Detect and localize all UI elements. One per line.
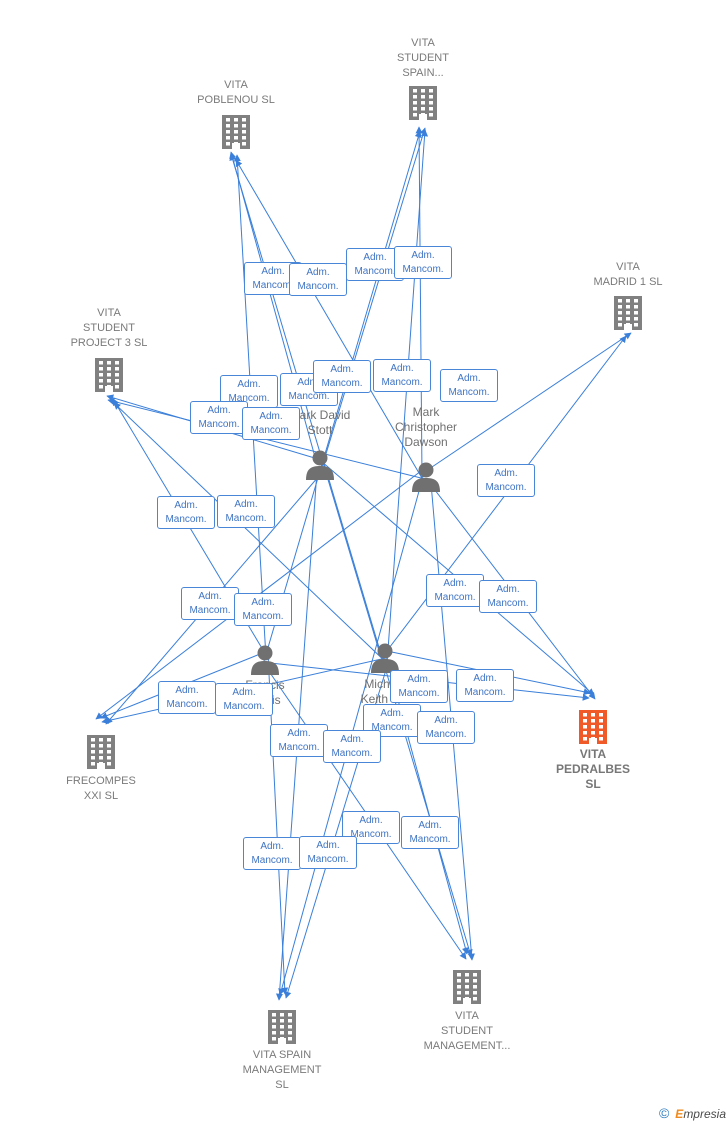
company-building-icon[interactable] [86, 735, 116, 774]
relation-tag[interactable]: Adm. Mancom. [390, 670, 448, 703]
company-label[interactable]: VITA MADRID 1 SL [593, 261, 663, 288]
relation-tag[interactable]: Adm. Mancom. [456, 669, 514, 702]
footer-brand: © Empresia [659, 1105, 726, 1121]
relation-tag[interactable]: Adm. Mancom. [477, 464, 535, 497]
copyright-icon: © [658, 1105, 670, 1121]
person-label[interactable]: Mark Christopher Dawson [394, 405, 458, 449]
person-icon[interactable] [412, 462, 440, 497]
relation-edge [235, 159, 427, 486]
company-building-icon[interactable] [408, 86, 438, 125]
relation-tag[interactable]: Adm. Mancom. [479, 580, 537, 613]
brand-name: mpresia [683, 1107, 726, 1121]
relation-tag[interactable]: Adm. Mancom. [394, 246, 452, 279]
relation-tag[interactable]: Adm. Mancom. [417, 711, 475, 744]
company-label[interactable]: VITA STUDENT MANAGEMENT... [423, 1010, 511, 1052]
relation-edge [113, 402, 391, 667]
brand-initial: E [675, 1107, 684, 1121]
company-building-icon[interactable] [613, 296, 643, 335]
company-building-icon[interactable] [221, 115, 251, 154]
relation-tag[interactable]: Adm. Mancom. [323, 730, 381, 763]
relation-tag[interactable]: Adm. Mancom. [157, 496, 215, 529]
relation-tag[interactable]: Adm. Mancom. [401, 816, 459, 849]
relation-tag[interactable]: Adm. Mancom. [313, 360, 371, 393]
relation-edge [321, 127, 427, 468]
relation-tag[interactable]: Adm. Mancom. [289, 263, 347, 296]
relation-edge [428, 332, 632, 470]
company-label[interactable]: FRECOMPES XXI SL [66, 775, 136, 802]
relation-tag[interactable]: Adm. Mancom. [242, 407, 300, 440]
relation-tag[interactable]: Adm. Mancom. [270, 724, 328, 757]
person-icon[interactable] [371, 643, 399, 678]
relation-tag[interactable]: Adm. Mancom. [440, 369, 498, 402]
company-label[interactable]: VITA PEDRALBES SL [555, 747, 630, 791]
company-label[interactable]: VITA POBLENOU SL [197, 79, 275, 106]
company-label[interactable]: VITA STUDENT SPAIN... [397, 37, 449, 79]
person-label[interactable]: Mark David Stott [289, 408, 351, 437]
company-building-icon[interactable] [452, 970, 482, 1009]
relation-tag[interactable]: Adm. Mancom. [158, 681, 216, 714]
relation-tag[interactable]: Adm. Mancom. [299, 836, 357, 869]
highlighted-company-building-icon[interactable] [578, 710, 608, 749]
relation-tag[interactable]: Adm. Mancom. [217, 495, 275, 528]
relation-tag[interactable]: Adm. Mancom. [190, 401, 248, 434]
relation-tag[interactable]: Adm. Mancom. [342, 811, 400, 844]
relation-tag[interactable]: Adm. Mancom. [373, 359, 431, 392]
company-label[interactable]: VITA STUDENT PROJECT 3 SL [70, 307, 148, 349]
relation-tag[interactable]: Adm. Mancom. [243, 837, 301, 870]
person-icon[interactable] [251, 645, 279, 680]
relation-edge [261, 130, 422, 669]
company-label[interactable]: VITA SPAIN MANAGEMENT SL [242, 1049, 322, 1091]
company-building-icon[interactable] [94, 358, 124, 397]
relation-tag[interactable]: Adm. Mancom. [426, 574, 484, 607]
person-icon[interactable] [306, 450, 334, 485]
relation-tag[interactable]: Adm. Mancom. [215, 683, 273, 716]
relation-edge [415, 126, 423, 478]
relation-edge [386, 129, 429, 665]
company-building-icon[interactable] [267, 1010, 297, 1049]
relation-tag[interactable]: Adm. Mancom. [181, 587, 239, 620]
relation-tag[interactable]: Adm. Mancom. [234, 593, 292, 626]
relation-edge [229, 151, 316, 458]
